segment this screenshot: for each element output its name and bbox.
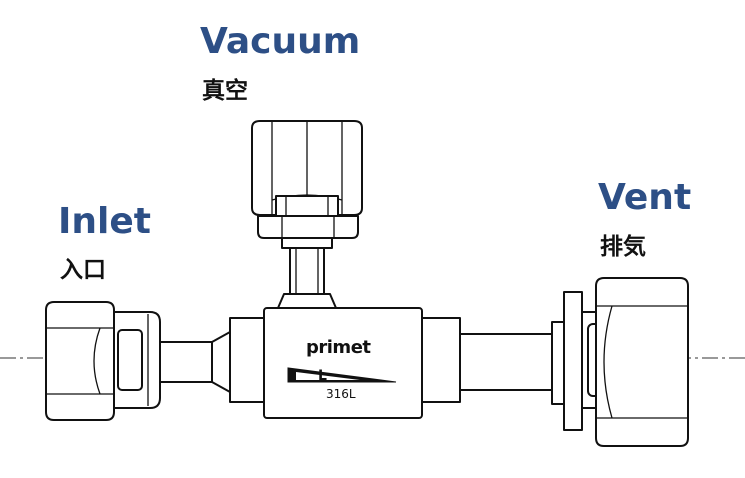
vent-gland [563, 291, 583, 431]
vacuum-collar [257, 215, 359, 239]
body-block [263, 307, 423, 419]
vent-label-jp: 排気 [600, 233, 646, 260]
body-right-shoulder [419, 317, 461, 403]
vacuum-gland [275, 195, 339, 217]
vent-label-en: Vent [598, 177, 691, 218]
brand-marking: primet [306, 337, 371, 358]
inlet-label-en: Inlet [58, 201, 151, 242]
inlet-hex-nut [45, 301, 115, 421]
inlet-tube [159, 341, 213, 383]
brand-logo-letter: L [318, 368, 327, 384]
inlet-ferrule [117, 329, 143, 391]
vacuum-stem [289, 247, 325, 295]
vent-port-fitting [459, 277, 689, 447]
vacuum-weld-bead [277, 293, 337, 309]
vacuum-label-jp: 真空 [202, 77, 248, 104]
inlet-label-jp: 入口 [60, 257, 106, 283]
vacuum-port-fitting [251, 120, 363, 309]
inlet-port-fitting [45, 301, 231, 421]
vent-hex-nut [595, 277, 689, 447]
tee-body: primet L 316L [229, 307, 461, 419]
material-marking: 316L [326, 387, 356, 401]
inlet-weld-bead [211, 331, 231, 393]
vacuum-neck [281, 237, 333, 249]
vent-tube [459, 333, 555, 391]
vacuum-label-en: Vacuum [200, 21, 360, 62]
